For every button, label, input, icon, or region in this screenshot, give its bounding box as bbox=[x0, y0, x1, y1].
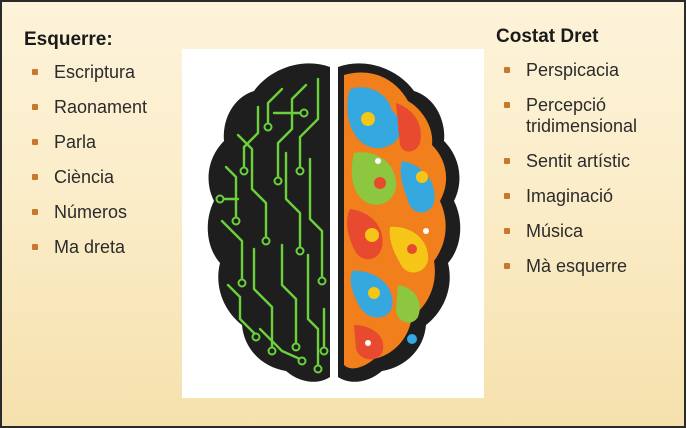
bullet-icon bbox=[32, 69, 38, 75]
list-item: Parla bbox=[22, 132, 147, 153]
list-item-label: Parla bbox=[54, 132, 97, 152]
bullet-icon bbox=[32, 174, 38, 180]
list-item-label: Perspicacia bbox=[526, 60, 620, 80]
brain-image bbox=[182, 49, 484, 398]
list-item: Sentit artístic bbox=[494, 151, 684, 172]
list-item: Perspicacia bbox=[494, 60, 684, 81]
left-column-title: Esquerre: bbox=[24, 29, 113, 50]
list-item: Música bbox=[494, 221, 684, 242]
bullet-icon bbox=[32, 139, 38, 145]
bullet-icon bbox=[32, 244, 38, 250]
list-item-label: Escriptura bbox=[54, 62, 136, 82]
list-item-label: Ciència bbox=[54, 167, 115, 187]
list-item-label: Percepció tridimensional bbox=[526, 95, 638, 136]
colorful-swirls-hemisphere-icon bbox=[338, 63, 461, 382]
list-item-label: Números bbox=[54, 202, 128, 222]
left-list: Escriptura Raonament Parla Ciència Númer… bbox=[22, 62, 147, 272]
list-item-label: Mà esquerre bbox=[526, 256, 628, 276]
brain-illustration-icon bbox=[207, 63, 461, 382]
bullet-icon bbox=[504, 228, 510, 234]
list-item: Mà esquerre bbox=[494, 256, 684, 277]
list-item-label: Ma dreta bbox=[54, 237, 126, 257]
list-item: Raonament bbox=[22, 97, 147, 118]
list-item: Ma dreta bbox=[22, 237, 147, 258]
list-item-label: Imaginació bbox=[526, 186, 614, 206]
bullet-icon bbox=[32, 209, 38, 215]
right-list: Perspicacia Percepció tridimensional Sen… bbox=[494, 60, 684, 291]
bullet-icon bbox=[32, 104, 38, 110]
bullet-icon bbox=[504, 67, 510, 73]
list-item: Números bbox=[22, 202, 147, 223]
list-item-label: Música bbox=[526, 221, 584, 241]
list-item-label: Sentit artístic bbox=[526, 151, 631, 171]
bullet-icon bbox=[504, 102, 510, 108]
list-item-label: Raonament bbox=[54, 97, 148, 117]
list-item: Percepció tridimensional bbox=[494, 95, 684, 137]
bullet-icon bbox=[504, 193, 510, 199]
list-item: Escriptura bbox=[22, 62, 147, 83]
list-item: Ciència bbox=[22, 167, 147, 188]
bullet-icon bbox=[504, 158, 510, 164]
list-item: Imaginació bbox=[494, 186, 684, 207]
bullet-icon bbox=[504, 263, 510, 269]
circuit-board-hemisphere-icon bbox=[207, 63, 330, 382]
right-column-title: Costat Dret bbox=[496, 26, 599, 47]
